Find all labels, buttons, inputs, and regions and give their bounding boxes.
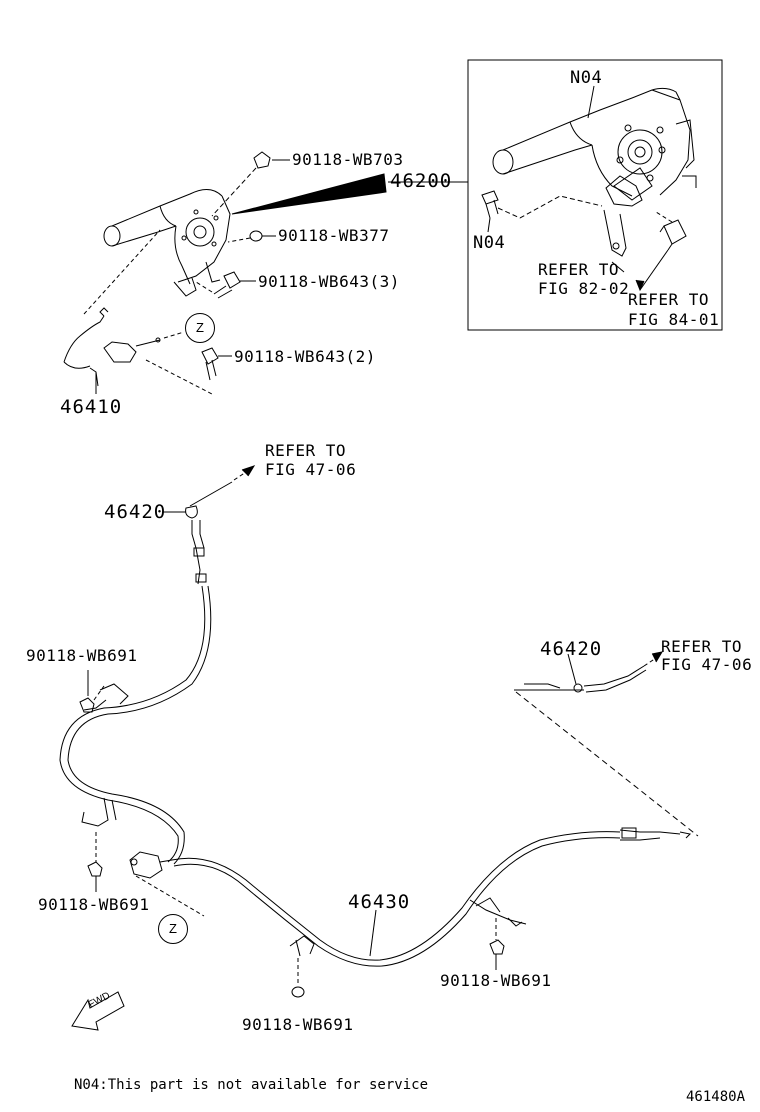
label-90118-wb703: 90118-WB703 xyxy=(292,150,404,169)
nut-wb377 xyxy=(227,230,276,243)
label-90118-wb643-3: 90118-WB643(3) xyxy=(258,272,400,291)
label-46430: 46430 xyxy=(348,891,411,913)
label-46410: 46410 xyxy=(60,396,123,418)
lever-assembly xyxy=(103,189,231,297)
label-90118-wb691-bottom: 90118-WB691 xyxy=(242,1015,354,1034)
nut-wb691-upper-left xyxy=(79,670,105,713)
nut-wb691-bottom xyxy=(291,958,305,998)
label-46420-right: 46420 xyxy=(540,638,603,660)
label-refer-84-line1: REFER TO xyxy=(628,290,710,309)
label-90118-wb691-right: 90118-WB691 xyxy=(440,971,552,990)
footnote: N04:This part is not available for servi… xyxy=(74,1077,429,1093)
detail-bolt xyxy=(481,190,603,219)
label-refer-84-line2: FIG 84-01 xyxy=(628,310,720,329)
rear-cable-46430 xyxy=(171,827,692,967)
label-refer-47-left-line1: REFER TO xyxy=(265,441,347,460)
figure-code: 461480A xyxy=(686,1089,746,1105)
bolt-wb643-3 xyxy=(195,271,256,299)
front-cable-46420-left xyxy=(162,465,256,585)
label-46420-left: 46420 xyxy=(104,501,167,523)
fwd-arrow xyxy=(71,991,125,1031)
bolt-wb643-2 xyxy=(145,347,232,395)
nut-wb691-lower-left xyxy=(87,832,103,892)
label-refer-47-left-line2: FIG 47-06 xyxy=(265,460,357,479)
label-90118-wb691-upper-left: 90118-WB691 xyxy=(26,646,138,665)
callout-z-bottom: Z xyxy=(158,914,188,944)
cable-46410 xyxy=(63,229,185,394)
nut-wb691-right xyxy=(489,918,505,970)
equalizer xyxy=(129,851,205,917)
label-n04-detail-top: N04 xyxy=(570,68,603,88)
detail-lever-assembly xyxy=(492,87,697,257)
front-cable-46420-right xyxy=(514,651,699,837)
label-90118-wb643-2: 90118-WB643(2) xyxy=(234,347,376,366)
label-90118-wb377: 90118-WB377 xyxy=(278,226,390,245)
label-n04-detail-bolt: N04 xyxy=(473,233,506,253)
label-refer-47-right-line2: FIG 47-06 xyxy=(661,655,753,674)
label-90118-wb691-lower-left: 90118-WB691 xyxy=(38,895,150,914)
detail-clip xyxy=(655,211,687,251)
nut-wb703 xyxy=(211,151,290,217)
callout-z-top: Z xyxy=(185,313,215,343)
rear-cable-left xyxy=(59,585,212,865)
label-46200: 46200 xyxy=(390,170,453,192)
label-refer-82-line1: REFER TO xyxy=(538,260,620,279)
detail-box xyxy=(467,59,723,331)
label-refer-47-right-line1: REFER TO xyxy=(661,637,743,656)
leader-46200-wedge xyxy=(231,173,387,215)
label-refer-82-line2: FIG 82-02 xyxy=(538,279,630,298)
